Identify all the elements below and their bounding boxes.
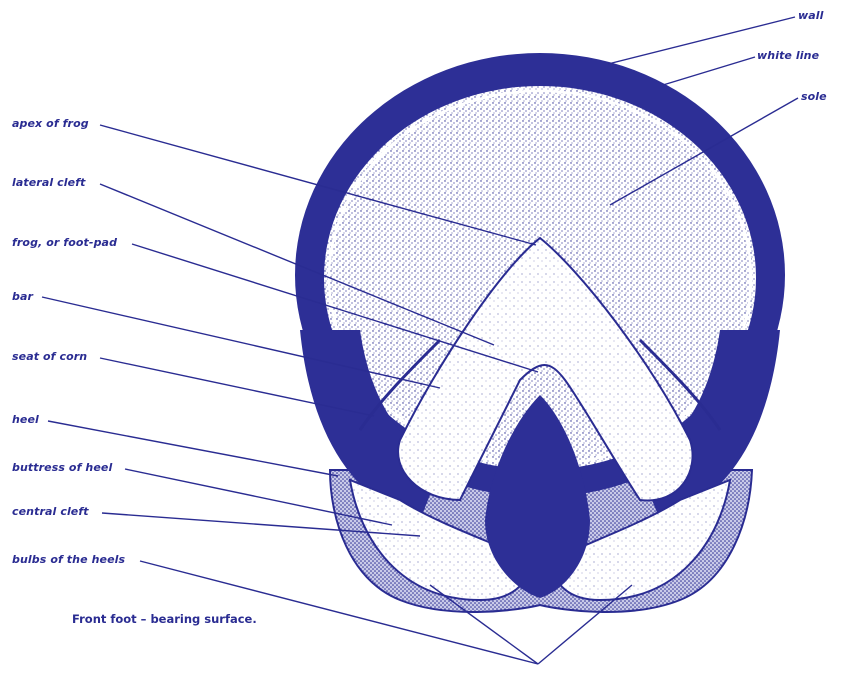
- label-wall: wall: [798, 9, 824, 22]
- label-seat-of-corn: seat of corn: [12, 350, 87, 363]
- diagram-caption: Front foot – bearing surface.: [72, 612, 257, 626]
- label-bar: bar: [12, 290, 33, 303]
- label-lateral-cleft: lateral cleft: [12, 176, 85, 189]
- label-apex-of-frog: apex of frog: [12, 117, 89, 130]
- label-bulbs-of-the-heels: bulbs of the heels: [12, 553, 125, 566]
- label-buttress-of-heel: buttress of heel: [12, 461, 112, 474]
- label-frog-or-foot-pad: frog, or foot-pad: [12, 236, 117, 249]
- label-white-line: white line: [757, 49, 819, 62]
- label-central-cleft: central cleft: [12, 505, 89, 518]
- label-heel: heel: [12, 413, 39, 426]
- label-sole: sole: [801, 90, 827, 103]
